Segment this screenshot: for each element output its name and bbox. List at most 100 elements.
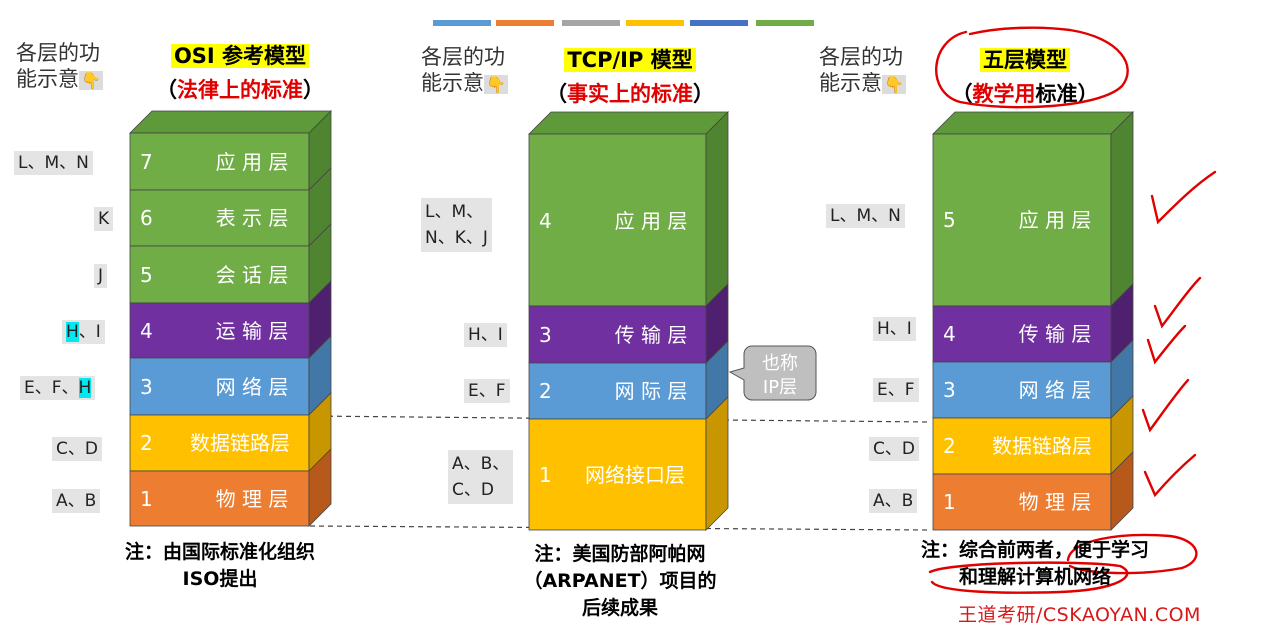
top-bar-1 [433,20,491,26]
five-tag-4: H、I [873,317,916,341]
five-layer-num: 1 [943,490,956,514]
pointing-hand-icon: 👇 [484,75,508,94]
tcpip-layer-num: 2 [539,379,552,403]
five-layer-name: 物 理 层 [1019,490,1092,514]
tcpip-layer-1-side [705,396,729,531]
osi-tag-4: H、I [62,320,105,344]
tcpip-title: TCP/IP 模型 [564,48,696,72]
five-tag-1: A、B [869,489,918,513]
side-label-line1: 各层的功 [421,45,505,69]
osi-layer-name: 表 示 层 [216,206,289,230]
callout-text-line1: 也称 [762,353,798,374]
top-bar-4 [626,20,684,26]
tcpip-subtitle: 事实上的标准 [567,82,693,106]
tcpip-layer-num: 3 [539,323,552,347]
tcpip-layer-4 [528,133,707,307]
osi-layer-name: 数据链路层 [190,431,290,455]
five-subtitle-black: 标准 [1035,82,1078,106]
pointing-hand-icon: 👇 [882,75,906,94]
tcpip-layer-4-side [705,111,729,307]
tcpip-layer-2 [528,362,707,420]
tcpip-note-line3: 后续成果 [581,597,658,619]
osi-stack: 7 应 用 层 6 表 示 层 5 会 话 层 4 运 输 层 3 网 络 层 … [129,110,332,527]
osi-tag-2: C、D [52,437,102,461]
osi-layer-num: 7 [140,150,153,174]
osi-tag-7: L、M、N [14,151,93,175]
osi-layer-name: 网 络 层 [216,375,289,399]
tcpip-tag-4: L、M、 N、K、J [421,198,492,252]
osi-layer-num: 4 [140,319,153,343]
five-layer-name: 数据链路层 [992,434,1092,458]
five-layer-name: 网 络 层 [1019,378,1092,402]
five-layer-1-side [1110,451,1134,531]
side-label-line1: 各层的功 [819,45,903,69]
red-annotations [928,26,1217,594]
tcpip-layer-name: 应 用 层 [615,209,688,233]
osi-layer-2 [129,414,310,472]
side-label-line1: 各层的功 [16,41,100,65]
checkmark-icon [1150,170,1217,225]
five-stack: 5 应 用 层 4 传 输 层 3 网 络 层 2 数据链路层 1 物 理 层 [932,111,1134,531]
osi-tag-1: A、B [52,489,101,513]
osi-title-block: OSI 参考模型 （法律上的标准） [156,44,324,102]
osi-layer-1 [129,470,310,527]
osi-layer-num: 2 [140,431,153,455]
pointing-hand-icon: 👇 [79,71,103,90]
callout-bubble [728,345,817,401]
five-layer-name: 应 用 层 [1019,208,1092,232]
top-bar-6 [756,20,814,26]
checkmark-icon [1143,453,1197,498]
tcpip-note-line2: （ARPANET）项目的 [523,570,717,592]
five-tag-2: C、D [869,437,919,461]
note-underline-annotation [1066,533,1198,575]
five-layer-2 [932,417,1112,475]
osi-tag-3: E、F、H [20,376,96,400]
osi-layer-num: 6 [140,206,153,230]
osi-tag-6: K [94,207,114,231]
tcpip-tag-1: A、B、 C、D [448,450,514,504]
tcpip-tag-2: E、F [464,379,510,403]
five-side-label: 各层的功 能示意👇 [819,44,906,98]
five-subtitle-red: 教学用 [972,82,1036,106]
osi-note-line2: ISO提出 [182,568,258,590]
osi-layer-4 [129,302,310,359]
top-bar-5 [690,20,748,26]
five-layer-3 [932,361,1112,419]
top-bar-3 [562,20,620,26]
osi-tag-5: J [94,264,108,288]
five-top-face [932,111,1134,135]
osi-layer-num: 3 [140,375,153,399]
five-note-line2: 和理解计算机网络 [958,566,1111,588]
checkmark-icon [1141,378,1190,433]
five-layer-num: 2 [943,434,956,458]
five-layer-num: 4 [943,322,956,346]
tcpip-stack: 4 应 用 层 3 传 输 层 2 网 际 层 1 网络接口层 也称 IP层 [528,111,817,531]
tcpip-tag-3: H、I [464,323,507,347]
osi-layer-1-side [308,448,332,527]
five-note-line1: 注：综合前两者，便于学习 [920,539,1149,561]
title-circle-annotation [935,26,1129,109]
osi-note: 注：由国际标准化组织 ISO提出 [100,539,340,593]
osi-note-line1: 注：由国际标准化组织 [124,541,315,563]
watermark: 王道考研/CSKAOYAN.COM [958,604,1201,626]
tcpip-layer-name: 网 际 层 [615,379,688,403]
five-layer-name: 传 输 层 [1019,322,1092,346]
side-label-line2: 能示意 [819,71,882,95]
ip-layer-callout: 也称 IP层 [728,345,817,401]
five-tag-3: E、F [873,378,919,402]
callout-text-line2: IP层 [763,377,797,398]
tcpip-layer-1 [528,418,707,531]
five-layer-5 [932,133,1112,307]
top-bar-2 [496,20,554,26]
osi-layer-name: 会 话 层 [216,263,289,287]
osi-layer-5 [129,245,310,304]
osi-layer-3 [129,357,310,416]
five-tag-5: L、M、N [826,204,905,228]
osi-layer-7 [129,132,310,191]
osi-layer-name: 物 理 层 [216,487,289,511]
osi-layer-name: 应 用 层 [216,150,289,174]
tcpip-layer-num: 1 [539,463,552,487]
tcpip-layer-name: 传 输 层 [615,323,688,347]
five-layer-4 [932,305,1112,363]
